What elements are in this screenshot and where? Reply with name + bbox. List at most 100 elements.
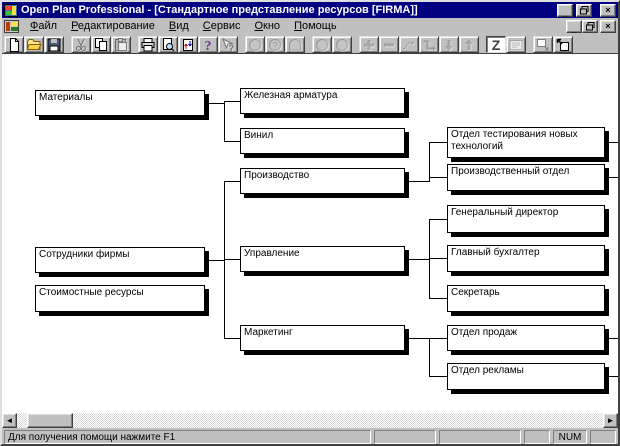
menu-item-file[interactable]: Файл [30,20,58,32]
save-button[interactable] [44,36,64,53]
menu-item-window[interactable]: Окно [254,20,281,32]
tree-node-label: Производственный отдел [451,166,570,177]
scrollbar-thumb[interactable] [27,413,73,428]
connector-line [429,219,447,220]
tree-node-ceo[interactable]: Генеральный директор [447,205,605,233]
tree-node-vinyl[interactable]: Винил [240,128,405,154]
open-folder-icon [26,37,42,53]
transfer-icon [180,37,196,53]
document-icon[interactable] [4,19,19,33]
tree-node-marketing[interactable]: Маркетинг [240,325,405,351]
tree-node-employees[interactable]: Сотрудники фирмы [35,247,205,273]
tree-node-label: Стоимостные ресурсы [39,287,144,298]
tree-node-ad-dept[interactable]: Отдел рекламы [447,363,605,390]
status-panel-2 [439,430,521,444]
restore-button[interactable] [576,3,592,17]
tree-node-label: Отдел рекламы [451,365,524,376]
connector-line [405,259,430,260]
tree-node-chief-accountant[interactable]: Главный бухгалтер [447,245,605,272]
tree-node-secretary[interactable]: Секретарь [447,285,605,312]
copy-button[interactable] [91,36,111,53]
scrollbar-track[interactable] [17,413,603,428]
tree-node-label: Генеральный директор [451,207,559,218]
print-preview-button[interactable] [158,36,178,53]
window-shrink-icon [535,37,551,53]
connector-line [429,376,447,377]
mdi-minimize-button[interactable]: _ [566,19,582,33]
shape-circle-question-button: ? [265,36,285,53]
svg-text:?: ? [229,43,235,53]
shape-circle2-icon [314,37,330,53]
help-button[interactable]: ? [198,36,218,53]
status-panel-1 [374,430,436,444]
title-bar: Open Plan Professional - [Стандартное пр… [2,2,618,18]
zoom-z-icon: Z [488,37,504,53]
tree-node-label: Железная арматура [244,90,338,101]
menu-item-view[interactable]: Вид [168,20,189,32]
tree-node-label: Материалы [39,92,93,103]
tree-node-materials[interactable]: Материалы [35,90,205,116]
cut-button [71,36,91,53]
status-bar: Для получения помощи нажмите F1 NUM [2,428,618,444]
connector-line [605,376,618,377]
transfer-button[interactable] [178,36,198,53]
scroll-left-button[interactable]: ◄ [2,413,17,428]
toolbar-group-4: ? [245,36,305,53]
shape-circle-question-icon: ? [267,37,283,53]
connector-line [605,338,618,339]
connector-line [224,338,240,339]
window-expand-icon [555,37,571,53]
connector-line [224,259,240,260]
print-icon [140,37,156,53]
toolbar-group-7: Z [486,36,526,53]
add-button [359,36,379,53]
connector-line [429,219,430,299]
connector-line [605,142,618,143]
notes-button [506,36,526,53]
tree-node-sales-dept[interactable]: Отдел продаж [447,325,605,351]
svg-text:Z: Z [492,37,501,53]
app-logo-icon[interactable] [4,3,18,17]
paste-icon [113,37,129,53]
mdi-restore-button[interactable] [582,19,598,33]
close-button[interactable]: × [600,3,616,17]
new-file-button[interactable] [4,36,24,53]
zoom-z-button[interactable]: Z [486,36,506,53]
window-expand-button[interactable] [553,36,573,53]
tree-node-label: Сотрудники фирмы [39,249,130,260]
tree-node-label: Управление [244,248,300,259]
tree-node-label: Главный бухгалтер [451,247,540,258]
connector-line [429,142,430,182]
help-icon: ? [200,37,216,53]
tree-node-label: Маркетинг [244,327,293,338]
open-folder-button[interactable] [24,36,44,53]
connector-line [224,141,240,142]
window-shrink-button[interactable] [533,36,553,53]
menu-item-tools[interactable]: Сервис [202,20,241,32]
tree-node-label: Отдел продаж [451,327,518,338]
toolbar-group-5 [312,36,352,53]
link-dotted-button [399,36,419,53]
svg-text:?: ? [272,40,277,50]
print-button[interactable] [138,36,158,53]
tree-node-management[interactable]: Управление [240,246,405,272]
tree-node-testing-dept[interactable]: Отдел тестирования новых технологий [447,127,605,158]
remove-icon [381,37,397,53]
status-panel-3 [524,430,550,444]
tree-node-cost-resources[interactable]: Стоимостные ресурсы [35,285,205,312]
context-help-icon: ? [220,37,236,53]
tree-node-rebar[interactable]: Железная арматура [240,88,405,114]
scroll-right-button[interactable]: ► [603,413,618,428]
connector-line [429,177,447,178]
menu-item-edit[interactable]: Редактирование [71,20,155,32]
connector-line [224,181,240,182]
link-dotted-icon [401,37,417,53]
tree-node-label: Винил [244,130,274,141]
tree-node-production[interactable]: Производство [240,168,405,194]
minimize-button[interactable]: _ [557,3,573,17]
mdi-close-button[interactable]: × [600,19,616,33]
tree-node-production-dept[interactable]: Производственный отдел [447,164,605,191]
menu-item-help[interactable]: Помощь [294,20,337,32]
shape-circle3-icon [334,37,350,53]
